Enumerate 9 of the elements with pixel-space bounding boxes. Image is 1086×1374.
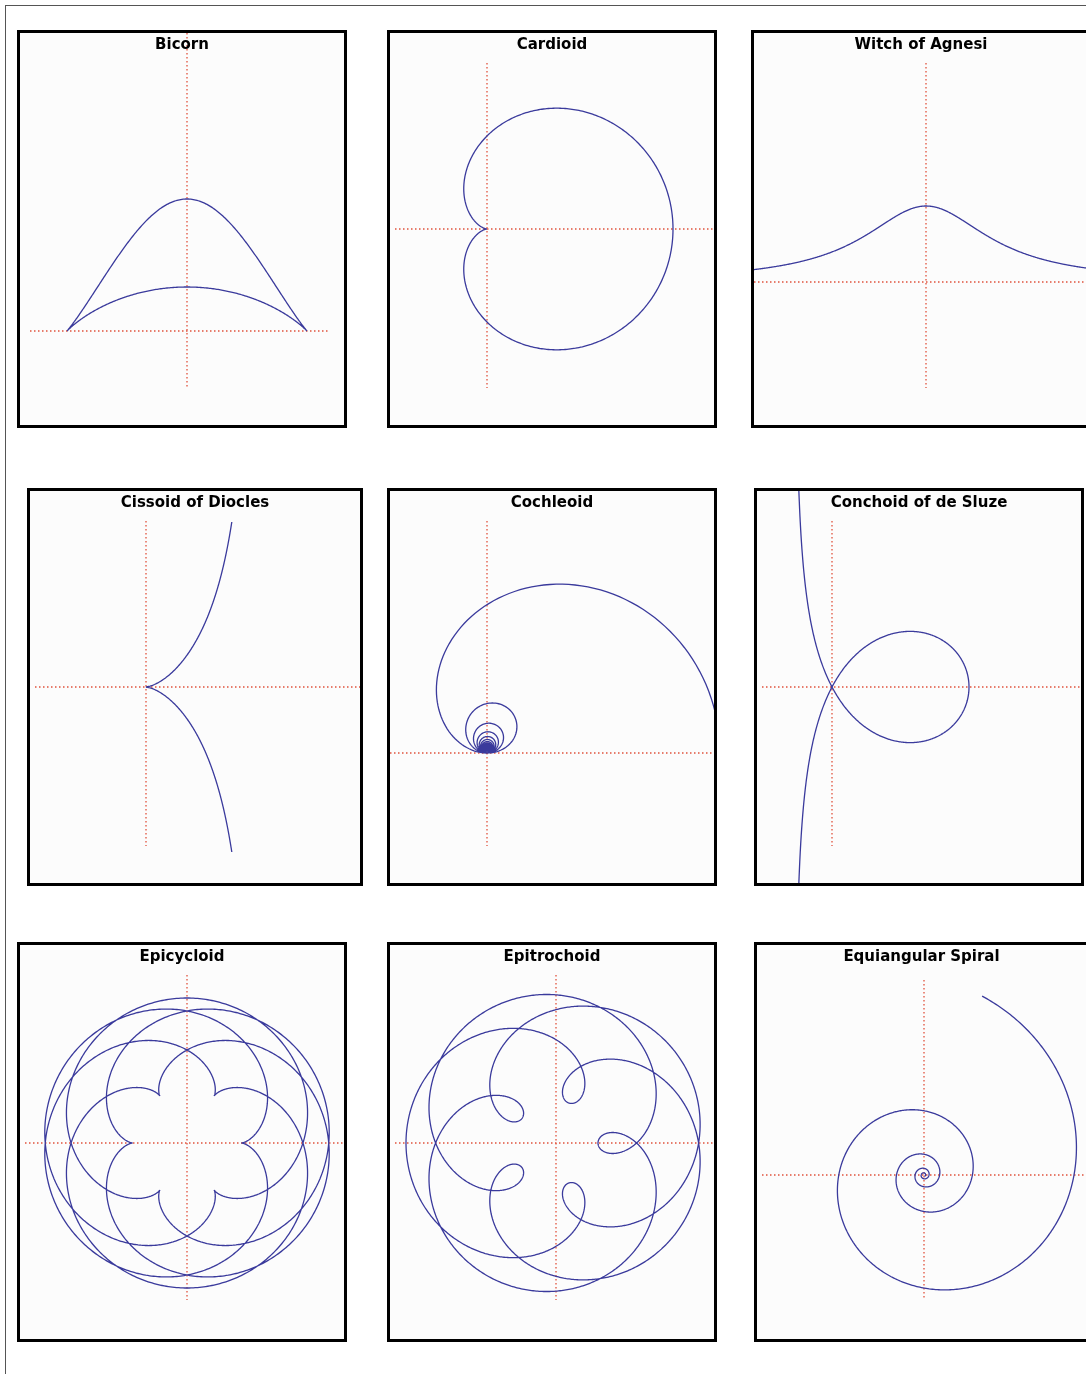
- plot-title: Witch of Agnesi: [854, 35, 988, 53]
- plot-title: Bicorn: [155, 35, 209, 53]
- plot-title: Cardioid: [516, 35, 588, 53]
- plot-title: Equiangular Spiral: [843, 947, 1000, 965]
- plot-title: Epitrochoid: [503, 947, 601, 965]
- plot-title: Cissoid of Diocles: [120, 493, 270, 511]
- plot-title: Conchoid of de Sluze: [830, 493, 1008, 511]
- plot-title: Cochleoid: [510, 493, 594, 511]
- plot-title: Epicycloid: [139, 947, 225, 965]
